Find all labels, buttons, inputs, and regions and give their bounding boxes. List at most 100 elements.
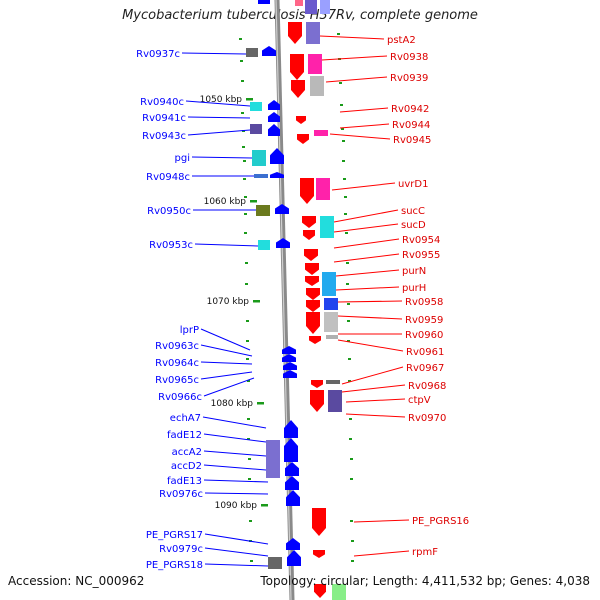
category-box bbox=[328, 390, 342, 412]
scale-tick bbox=[244, 196, 247, 198]
right-label-leader bbox=[329, 133, 391, 140]
left-label-leader bbox=[204, 563, 269, 567]
reverse-gene bbox=[270, 172, 284, 178]
scale-tick bbox=[250, 560, 253, 562]
accession-text: Accession: NC_000962 bbox=[8, 574, 145, 588]
category-box bbox=[295, 0, 303, 6]
left-gene-label: Rv0966c bbox=[158, 392, 202, 403]
right-label-leader bbox=[345, 413, 406, 418]
scale-tick bbox=[346, 283, 349, 285]
category-box bbox=[310, 76, 324, 96]
scale-tick bbox=[348, 358, 351, 360]
category-box bbox=[258, 240, 270, 250]
forward-gene bbox=[303, 230, 315, 240]
scale-tick bbox=[350, 520, 353, 522]
right-gene-label: Rv0939 bbox=[390, 73, 428, 84]
forward-gene bbox=[306, 288, 320, 300]
left-gene-label: Rv0950c bbox=[147, 206, 191, 217]
forward-gene bbox=[310, 390, 324, 412]
right-gene-label: Rv0968 bbox=[408, 381, 446, 392]
left-label-leader bbox=[200, 344, 253, 357]
scale-tick bbox=[249, 520, 252, 522]
left-gene-label: accD2 bbox=[171, 461, 202, 472]
left-label-leader bbox=[202, 416, 267, 429]
left-gene-label: Rv0976c bbox=[159, 489, 203, 500]
forward-gene bbox=[305, 276, 319, 286]
scale-tick bbox=[242, 146, 245, 148]
right-gene-label: Rv0954 bbox=[402, 235, 440, 246]
scale-tick bbox=[342, 140, 345, 142]
left-label-leader bbox=[203, 464, 267, 471]
category-box bbox=[322, 272, 336, 296]
right-label-leader bbox=[353, 519, 410, 523]
left-gene-label: fadE12 bbox=[167, 430, 202, 441]
right-gene-label: Rv0958 bbox=[405, 297, 443, 308]
scale-label: 1090 kbp bbox=[215, 501, 258, 511]
left-label-leader bbox=[203, 450, 267, 457]
reverse-gene bbox=[284, 420, 298, 438]
left-label-leader bbox=[204, 547, 269, 557]
topology-text: Topology: circular; Length: 4,411,532 bp… bbox=[260, 574, 590, 588]
right-gene-label: Rv0945 bbox=[393, 135, 431, 146]
reverse-gene bbox=[283, 362, 297, 370]
right-gene-label: Rv0942 bbox=[391, 104, 429, 115]
scale-tick bbox=[347, 303, 350, 305]
right-label-leader bbox=[331, 182, 396, 191]
right-label-leader bbox=[333, 223, 399, 233]
forward-gene bbox=[291, 80, 305, 98]
forward-gene bbox=[311, 380, 323, 388]
genome-backbone bbox=[274, 0, 295, 600]
left-label-leader bbox=[200, 371, 253, 380]
forward-gene bbox=[314, 584, 326, 598]
scale-tick bbox=[337, 33, 340, 35]
right-label-leader bbox=[321, 55, 388, 61]
scale-tick bbox=[339, 82, 342, 84]
left-gene-label: Rv0964c bbox=[155, 358, 199, 369]
forward-gene bbox=[306, 312, 320, 334]
scale-tick bbox=[245, 283, 248, 285]
left-gene-label: Rv0965c bbox=[155, 375, 199, 386]
scale-tick bbox=[342, 160, 345, 162]
right-label-leader bbox=[333, 238, 400, 249]
scale-tick bbox=[243, 160, 246, 162]
reverse-gene bbox=[258, 0, 270, 4]
category-box bbox=[256, 205, 270, 216]
category-box bbox=[324, 298, 338, 310]
left-label-leader bbox=[200, 361, 253, 365]
category-box bbox=[324, 312, 338, 332]
category-box bbox=[320, 216, 334, 238]
category-box bbox=[332, 584, 346, 600]
scale-major-tick bbox=[246, 98, 253, 101]
right-label-leader bbox=[337, 315, 403, 320]
right-gene-label: Rv0938 bbox=[390, 52, 428, 63]
scale-label: 1070 kbp bbox=[207, 297, 250, 307]
scale-tick bbox=[348, 380, 351, 382]
left-gene-label: Rv0953c bbox=[149, 240, 193, 251]
scale-major-tick bbox=[261, 504, 268, 507]
right-gene-label: Rv0961 bbox=[406, 347, 444, 358]
left-label-leader bbox=[187, 129, 251, 136]
scale-tick bbox=[345, 232, 348, 234]
scale-tick bbox=[247, 418, 250, 420]
right-gene-label: Rv0967 bbox=[406, 363, 444, 374]
scale-tick bbox=[247, 380, 250, 382]
left-gene-label: PE_PGRS18 bbox=[146, 560, 203, 571]
left-label-leader bbox=[203, 433, 267, 443]
left-gene-label: PE_PGRS17 bbox=[146, 530, 203, 541]
reverse-gene bbox=[282, 346, 296, 354]
forward-gene bbox=[296, 116, 306, 124]
scale-label: 1060 kbp bbox=[204, 197, 247, 207]
category-box bbox=[326, 380, 340, 384]
reverse-gene bbox=[286, 490, 300, 506]
scale-tick bbox=[344, 213, 347, 215]
scale-tick bbox=[350, 458, 353, 460]
left-gene-label: pgi bbox=[175, 153, 190, 164]
scale-major-tick bbox=[253, 300, 260, 303]
scale-tick bbox=[350, 478, 353, 480]
right-gene-label: Rv0944 bbox=[392, 120, 430, 131]
left-label-leader bbox=[187, 116, 251, 119]
right-label-leader bbox=[337, 300, 403, 303]
scale-label: 1080 kbp bbox=[211, 399, 254, 409]
scale-tick bbox=[347, 340, 350, 342]
left-gene-label: Rv0940c bbox=[140, 97, 184, 108]
